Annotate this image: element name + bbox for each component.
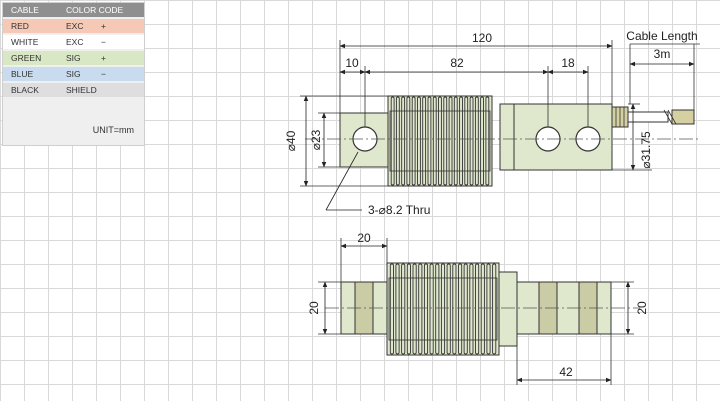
cable: [627, 111, 669, 123]
cable-row-white: WHITE EXC −: [3, 35, 144, 49]
bellows-rib: [492, 263, 497, 355]
bellows-rib: [453, 96, 458, 186]
cable-signal: SIG: [66, 69, 81, 79]
bellows-rib: [435, 263, 440, 355]
bellows-rib: [452, 263, 457, 355]
bottom-shoulder: [498, 271, 518, 347]
bellows-rib: [390, 96, 395, 186]
bellows-rib: [438, 96, 442, 186]
cable-color: GREEN: [11, 53, 42, 63]
cable-table-header: CABLE COLOR CODE: [3, 3, 144, 17]
cable-polarity: +: [101, 53, 106, 63]
bellows-rib: [406, 263, 411, 355]
cable-color: RED: [11, 21, 29, 31]
top-bellows-ribs: [389, 96, 491, 186]
dim-20-left: 20: [307, 301, 321, 315]
cable-signal: EXC: [66, 21, 84, 31]
bottom-bellows: [386, 262, 500, 356]
bellows-rib: [395, 96, 400, 186]
dim-10: 10: [345, 56, 359, 70]
bellows-rib: [458, 263, 463, 355]
dia-40: ⌀40: [284, 130, 298, 151]
bellows-rib: [448, 96, 453, 186]
bellows-rib: [429, 263, 434, 355]
bellows-rib: [395, 263, 400, 355]
dim-82: 82: [450, 56, 464, 70]
cable-row-red: RED EXC +: [3, 19, 144, 33]
bellows-rib: [486, 263, 491, 355]
bellows-rib: [485, 96, 490, 186]
dim-20-right: 20: [635, 301, 649, 315]
bellows-rib: [464, 96, 469, 186]
bellows-rib: [401, 263, 406, 355]
bellows-rib: [446, 263, 451, 355]
unit-label: UNIT=mm: [92, 125, 134, 135]
top-bellows: [387, 95, 493, 187]
color-code-header: COLOR CODE: [66, 5, 124, 15]
dia-23: ⌀23: [309, 129, 323, 150]
cable-polarity: +: [101, 21, 106, 31]
bellows-rib: [480, 263, 485, 355]
cable-color: WHITE: [11, 37, 39, 47]
bellows-rib: [469, 96, 474, 186]
bellows-core: [389, 110, 491, 172]
cable-color-code-table: CABLE COLOR CODE RED EXC + WHITE EXC − G…: [2, 2, 145, 146]
dim-18: 18: [561, 56, 575, 70]
bellows-rib: [423, 263, 429, 355]
cable-length-label: Cable Length: [626, 29, 697, 43]
bellows-rib: [427, 96, 432, 186]
bellows-rib: [469, 263, 474, 355]
cable-length-value: 3m: [654, 47, 671, 61]
cable-row-green: GREEN SIG +: [3, 51, 144, 65]
bellows-rib: [443, 96, 448, 186]
cable-polarity: −: [101, 37, 106, 47]
bellows-rib: [417, 96, 421, 186]
bellows-rib: [411, 96, 416, 186]
top-view: 120 Cable Length 3m 10 82 18 ⌀40 ⌀23 ⌀31…: [284, 29, 700, 217]
bottom-view: 20 20 20 42: [307, 231, 649, 385]
cable-end: [671, 109, 695, 125]
dim-20-top: 20: [357, 231, 371, 245]
cable-color: BLACK: [11, 85, 39, 95]
bellows-rib: [401, 96, 406, 186]
bellows-rib: [474, 96, 479, 186]
bellows-core: [388, 277, 498, 341]
cable-signal: SIG: [66, 53, 81, 63]
dim-42: 42: [559, 365, 573, 379]
cable-polarity: −: [101, 69, 106, 79]
dim-120: 120: [472, 31, 492, 45]
bellows-rib: [412, 263, 417, 355]
bellows-rib: [459, 96, 463, 186]
bellows-rib: [432, 96, 437, 186]
bellows-rib: [440, 263, 446, 355]
bellows-rib: [475, 263, 480, 355]
cable-header: CABLE: [11, 5, 39, 15]
bottom-bellows-ribs: [388, 263, 498, 355]
bellows-rib: [480, 96, 484, 186]
bellows-rib: [389, 263, 394, 355]
dia-31-75: ⌀31.75: [639, 131, 653, 169]
cable-signal: EXC: [66, 37, 84, 47]
cable-row-black: BLACK SHIELD: [3, 83, 144, 97]
bellows-rib: [422, 96, 427, 186]
bellows-rib: [406, 96, 411, 186]
hole-callout: 3-⌀8.2 Thru: [368, 203, 430, 217]
cable-color: BLUE: [11, 69, 34, 79]
bellows-rib: [418, 263, 423, 355]
bellows-rib: [463, 263, 468, 355]
cable-signal: SHIELD: [66, 85, 97, 95]
cable-row-blue: BLUE SIG −: [3, 67, 144, 81]
